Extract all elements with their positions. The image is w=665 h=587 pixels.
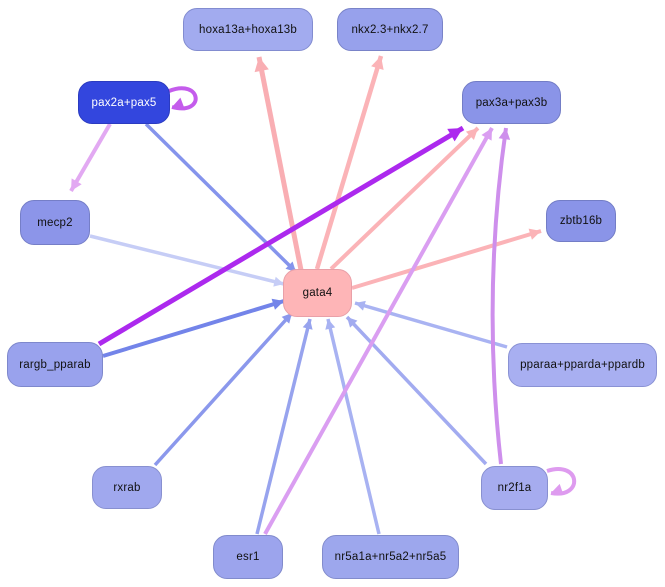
edge-mecp2-to-gata4[interactable] bbox=[89, 234, 285, 286]
node-label: pparaa+pparda+ppardb bbox=[520, 359, 645, 371]
node-nr2f1a[interactable]: nr2f1a bbox=[481, 466, 548, 510]
arrowhead-gata4-to-zbtb16b[interactable] bbox=[528, 228, 541, 240]
arrowhead-pax2a_pax5-to-pax2a_pax5[interactable] bbox=[172, 97, 185, 109]
edge-rargb_pparab-to-pax3a_pax3b[interactable] bbox=[97, 125, 465, 347]
arrowhead-gata4-to-hoxa13a_hoxa13b[interactable] bbox=[254, 57, 269, 73]
edge-nr5a1a_nr5a2_nr5a5-to-gata4[interactable] bbox=[326, 318, 381, 535]
edge-esr1-to-gata4[interactable] bbox=[255, 318, 312, 535]
edge-pparaa_pparda_ppardb-to-gata4[interactable] bbox=[354, 301, 508, 349]
edge-nr2f1a-to-pax3a_pax3b[interactable] bbox=[490, 127, 508, 465]
arrowhead-nr2f1a-to-gata4[interactable] bbox=[347, 317, 358, 328]
edge-esr1-to-pax3a_pax3b[interactable] bbox=[263, 127, 494, 535]
node-label: nr2f1a bbox=[497, 482, 532, 494]
arrowhead-nr5a1a_nr5a2_nr5a5-to-gata4[interactable] bbox=[325, 319, 336, 330]
edge-rxrab-to-gata4[interactable] bbox=[153, 311, 294, 467]
node-pax3a_pax3b[interactable]: pax3a+pax3b bbox=[462, 81, 561, 124]
edge-gata4-to-nkx23_nkx27[interactable] bbox=[314, 55, 384, 270]
node-pparaa_pparda_ppardb[interactable]: pparaa+pparda+ppardb bbox=[508, 343, 657, 387]
arrowhead-gata4-to-pax3a_pax3b[interactable] bbox=[465, 128, 478, 140]
edge-gata4-to-zbtb16b[interactable] bbox=[351, 229, 542, 290]
edge-pax2a_pax5-to-mecp2[interactable] bbox=[69, 122, 112, 193]
node-pax2a_pax5[interactable]: pax2a+pax5 bbox=[78, 81, 170, 124]
node-label: hoxa13a+hoxa13b bbox=[199, 23, 297, 36]
edge-gata4-to-pax3a_pax3b[interactable] bbox=[329, 126, 480, 271]
arrowhead-rargb_pparab-to-pax3a_pax3b[interactable] bbox=[447, 128, 463, 142]
node-hoxa13a_hoxa13b[interactable]: hoxa13a+hoxa13b bbox=[183, 8, 313, 51]
node-label: zbtb16b bbox=[559, 215, 603, 227]
arrowhead-nr2f1a-to-pax3a_pax3b[interactable] bbox=[498, 128, 511, 140]
arrowhead-pparaa_pparda_ppardb-to-gata4[interactable] bbox=[355, 300, 366, 311]
arrowhead-nr2f1a-to-nr2f1a[interactable] bbox=[551, 483, 564, 495]
node-label: pax3a+pax3b bbox=[475, 96, 548, 109]
node-label: gata4 bbox=[302, 287, 333, 299]
node-label: mecp2 bbox=[37, 216, 73, 229]
arrowhead-esr1-to-pax3a_pax3b[interactable] bbox=[481, 128, 492, 141]
node-label: nkx2.3+nkx2.7 bbox=[351, 23, 429, 36]
node-rargb_pparab[interactable]: rargb_pparab bbox=[7, 342, 103, 387]
node-label: nr5a1a+nr5a2+nr5a5 bbox=[334, 551, 447, 563]
edge-pax2a_pax5-to-pax2a_pax5[interactable] bbox=[168, 86, 198, 111]
node-zbtb16b[interactable]: zbtb16b bbox=[546, 200, 616, 242]
arrowhead-rargb_pparab-to-gata4[interactable] bbox=[271, 298, 284, 310]
edge-rargb_pparab-to-gata4[interactable] bbox=[102, 299, 285, 358]
node-mecp2[interactable]: mecp2 bbox=[20, 200, 90, 245]
node-esr1[interactable]: esr1 bbox=[213, 535, 283, 579]
arrowhead-rxrab-to-gata4[interactable] bbox=[281, 313, 292, 324]
node-label: rxrab bbox=[113, 481, 141, 494]
arrowhead-esr1-to-gata4[interactable] bbox=[302, 319, 313, 330]
node-nr5a1a_nr5a2_nr5a5[interactable]: nr5a1a+nr5a2+nr5a5 bbox=[322, 535, 459, 579]
node-label: esr1 bbox=[236, 551, 260, 563]
arrowhead-gata4-to-nkx23_nkx27[interactable] bbox=[371, 56, 384, 70]
edge-pax2a_pax5-to-gata4[interactable] bbox=[144, 122, 298, 274]
edge-nr2f1a-to-gata4[interactable] bbox=[345, 315, 488, 466]
node-rxrab[interactable]: rxrab bbox=[92, 466, 162, 509]
node-gata4[interactable]: gata4 bbox=[283, 269, 352, 317]
edge-gata4-to-hoxa13a_hoxa13b[interactable] bbox=[256, 56, 304, 271]
node-nkx23_nkx27[interactable]: nkx2.3+nkx2.7 bbox=[337, 8, 443, 51]
arrowhead-pax2a_pax5-to-mecp2[interactable] bbox=[71, 178, 82, 191]
arrowhead-mecp2-to-gata4[interactable] bbox=[273, 276, 284, 287]
node-label: pax2a+pax5 bbox=[91, 96, 157, 109]
node-label: rargb_pparab bbox=[19, 358, 91, 371]
